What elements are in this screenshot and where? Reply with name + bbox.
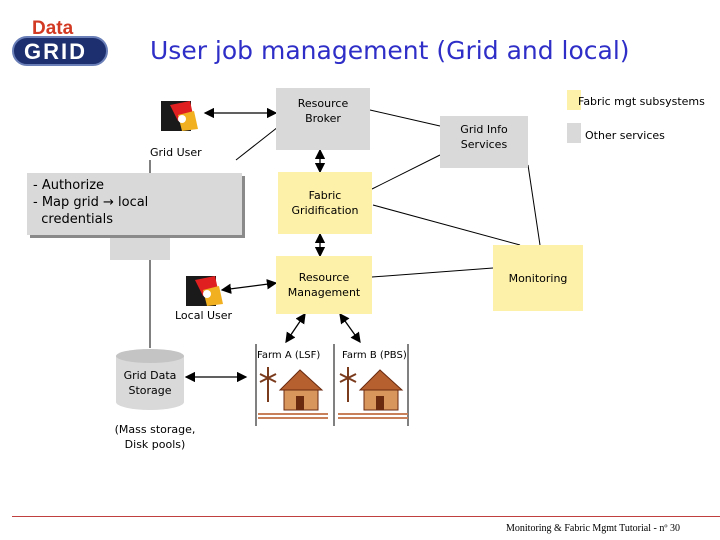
- storage-note-line1: (Mass storage,: [114, 423, 196, 436]
- storage-line2: Storage: [128, 384, 172, 397]
- local-user-icon: [186, 276, 223, 306]
- fabric-gridification-node: Fabric Gridification: [278, 172, 372, 234]
- edge-info-monitoring: [527, 164, 541, 246]
- legend-fabric-swatch: [567, 90, 581, 110]
- farm-a-icon: [258, 367, 328, 419]
- logo-grid-text: GRID: [24, 39, 87, 64]
- farm-a-label: Farm A (LSF): [257, 350, 321, 361]
- edge-resmgmt-farmA: [285, 312, 306, 344]
- footer-rule: [12, 516, 720, 517]
- grid-info-services-node: Grid Info Services: [440, 116, 528, 168]
- datagrid-logo: Data GRID: [6, 18, 110, 70]
- credential-mapping-box: [110, 230, 170, 260]
- edge-fabric-monitoring: [372, 204, 521, 246]
- local-user-label: Local User: [175, 309, 233, 322]
- callout-line3: credentials: [33, 212, 114, 227]
- legend-fabric-label: Fabric mgt subsystems: [578, 95, 705, 108]
- callout-line2: - Map grid → local: [33, 195, 149, 210]
- callout-line1: - Authorize: [33, 178, 105, 193]
- storage-note: (Mass storage, Disk pools): [100, 422, 210, 452]
- edge-user-broker-2: [235, 126, 279, 161]
- grid-info-line1: Grid Info: [460, 123, 508, 136]
- legend-other-label: Other services: [585, 129, 665, 142]
- edge-resmgmt-farmB: [339, 312, 361, 344]
- resource-broker-line1: Resource: [297, 97, 349, 110]
- storage-note-line2: Disk pools): [124, 438, 186, 451]
- resource-broker-node: Resource Broker: [276, 88, 370, 150]
- grid-data-storage-label: Grid Data Storage: [114, 368, 186, 398]
- edge-localuser-resmgmt: [220, 279, 278, 294]
- farm-b-label: Farm B (PBS): [342, 350, 407, 361]
- grid-data-storage-cylinder: [116, 349, 184, 410]
- logo-data-text: Data: [32, 18, 74, 39]
- monitoring-label: Monitoring: [508, 272, 568, 285]
- authorization-callout: - Authorize - Map grid → local credentia…: [27, 173, 242, 235]
- grid-info-line2: Services: [460, 138, 508, 151]
- storage-line1: Grid Data: [123, 369, 177, 382]
- fabric-gridification-line2: Gridification: [291, 204, 359, 217]
- footer-text: Monitoring & Fabric Mgmt Tutorial - nº 3…: [506, 523, 680, 534]
- legend-other-swatch: [567, 123, 581, 143]
- resource-management-node: Resource Management: [276, 256, 372, 314]
- edge-fabric-info: [371, 154, 441, 190]
- grid-user-icon: [161, 101, 198, 131]
- page-title: User job management (Grid and local): [150, 36, 630, 65]
- edge-resmgmt-monitoring: [371, 267, 494, 278]
- logo-grid-badge: GRID: [12, 36, 108, 66]
- grid-user-label: Grid User: [150, 146, 202, 159]
- fabric-gridification-line1: Fabric: [308, 189, 342, 202]
- resource-management-line2: Management: [287, 286, 361, 299]
- edge-broker-info: [369, 109, 441, 127]
- resource-management-line1: Resource: [298, 271, 350, 284]
- farm-b-icon: [338, 367, 408, 419]
- resource-broker-line2: Broker: [305, 112, 341, 125]
- monitoring-node: Monitoring: [493, 245, 583, 311]
